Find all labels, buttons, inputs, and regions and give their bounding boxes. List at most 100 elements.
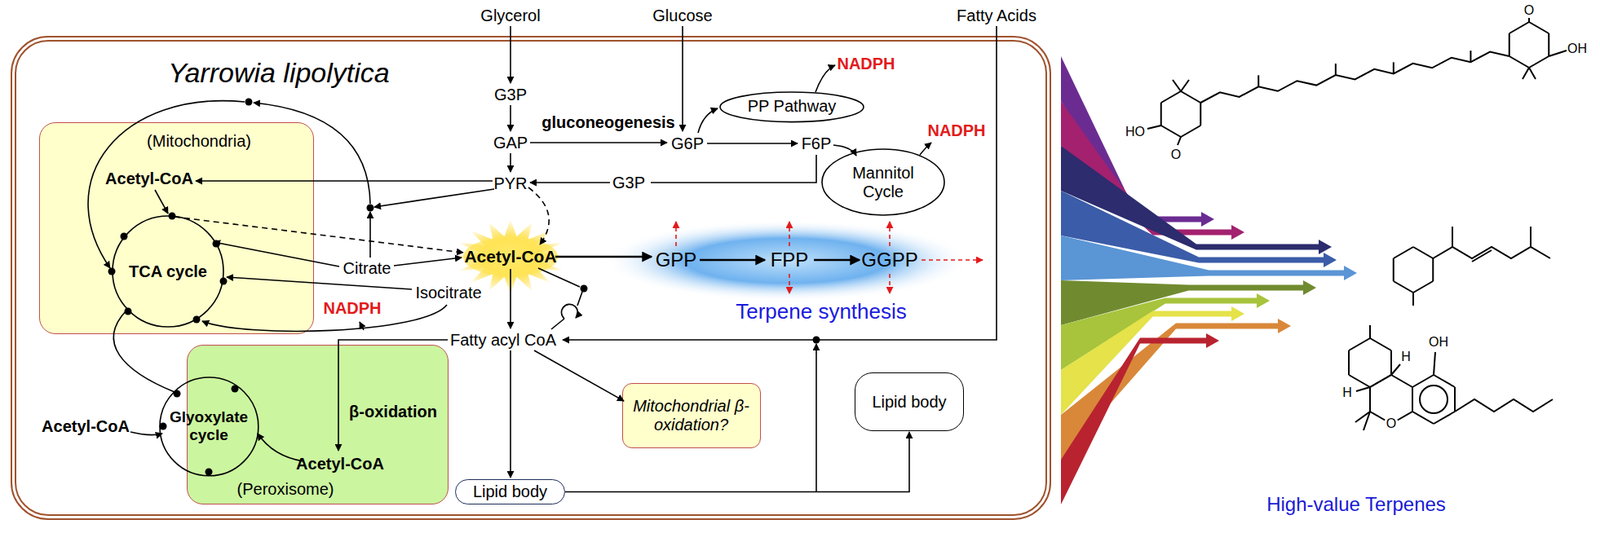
atom-label: O bbox=[1171, 147, 1181, 163]
chemical-bond bbox=[1508, 33, 1511, 57]
pathway-arrow bbox=[88, 26, 997, 492]
chemical-bond bbox=[1432, 247, 1551, 259]
dashed-arrow bbox=[174, 187, 549, 253]
chemical-bond bbox=[1200, 52, 1510, 103]
chemical-bond bbox=[1412, 292, 1415, 306]
pathway-arrow bbox=[538, 268, 580, 288]
metabolite-label: F6P bbox=[801, 134, 832, 153]
chemical-bond bbox=[1180, 91, 1201, 103]
atom-label: HO bbox=[1125, 124, 1145, 140]
chemical-bond bbox=[1177, 137, 1181, 146]
metabolite-label: Terpene synthesis bbox=[735, 300, 907, 324]
chemical-bond bbox=[1370, 411, 1385, 421]
chemical-bond bbox=[1413, 247, 1433, 259]
chemical-bond bbox=[1529, 22, 1549, 34]
chemical-bond bbox=[1199, 102, 1202, 126]
red-dashed-arrow bbox=[921, 259, 983, 261]
metabolite-label: Fatty Acids bbox=[956, 6, 1037, 25]
metabolite-label: High-value Terpenes bbox=[1266, 494, 1446, 516]
pathway-arrow bbox=[698, 108, 718, 133]
chemical-bond bbox=[1411, 387, 1414, 412]
metabolite-label: GAP bbox=[493, 133, 528, 152]
chemical-bond bbox=[1419, 385, 1448, 414]
chemical-bond bbox=[1433, 352, 1436, 376]
cycle-ring bbox=[159, 377, 259, 477]
chemical-bond bbox=[1397, 411, 1413, 421]
lipid-body: Lipid body bbox=[854, 372, 964, 432]
metabolite-label: NADPH bbox=[322, 299, 381, 318]
junction-dot bbox=[173, 390, 182, 398]
metabolite-label: FPP bbox=[770, 249, 809, 271]
terpene-arrow bbox=[699, 259, 765, 262]
metabolite-label: NADPH bbox=[836, 54, 895, 73]
junction-dot bbox=[231, 385, 239, 394]
chemical-bond bbox=[1509, 22, 1530, 34]
metabolite-label: G6P bbox=[671, 134, 704, 153]
chemical-bond bbox=[1348, 350, 1350, 376]
node-label: Glyoxylate cycle bbox=[166, 408, 252, 445]
metabolite-label: NADPH bbox=[927, 121, 986, 140]
node-label: Yarrowia lipolytica bbox=[167, 57, 389, 89]
chemical-bond bbox=[1547, 33, 1550, 57]
pathway-arrow bbox=[393, 257, 462, 266]
dashed-arrow bbox=[174, 216, 464, 253]
pathway-ellipse: Mannitol Cycle bbox=[821, 148, 946, 217]
chemical-bond bbox=[1334, 63, 1337, 76]
chemical-bond bbox=[1370, 375, 1392, 388]
rainbow-arrow bbox=[1060, 235, 1357, 281]
chemical-bond bbox=[1529, 226, 1532, 248]
chemical-bond bbox=[1363, 411, 1371, 431]
red-dashed-arrow bbox=[788, 221, 791, 247]
pathway-arrow bbox=[509, 26, 512, 84]
metabolite-label: gluconeogenesis bbox=[541, 113, 675, 132]
mitochondria-box: (Mitochondria)TCA cycle bbox=[39, 122, 314, 335]
metabolite-label: Acetyl-CoA bbox=[296, 455, 385, 473]
chemical-bond bbox=[1369, 387, 1371, 412]
junction-dot bbox=[813, 336, 821, 345]
pathway-arrow bbox=[226, 277, 412, 290]
chemical-bond bbox=[1413, 281, 1433, 293]
junction-dot bbox=[205, 468, 213, 477]
junction-dot bbox=[193, 316, 201, 324]
pathway-arrow bbox=[213, 242, 340, 267]
chemical-bond bbox=[1451, 226, 1454, 248]
chemical-bond bbox=[1529, 67, 1536, 80]
chemical-bond bbox=[1454, 399, 1553, 412]
chemical-bond bbox=[1356, 387, 1371, 392]
dashed-arrow bbox=[528, 187, 549, 245]
pathway-arrow bbox=[113, 310, 175, 393]
connector bbox=[565, 432, 910, 493]
atom-label: O bbox=[1524, 3, 1534, 18]
junction-dot bbox=[124, 308, 133, 316]
chemical-bond bbox=[1391, 364, 1401, 376]
chemical-bond bbox=[1180, 125, 1201, 138]
pathway-arrow bbox=[577, 291, 583, 306]
metabolite-label: Acetyl-CoA bbox=[464, 247, 557, 266]
chemical-bond bbox=[1348, 338, 1371, 351]
chemical-bond bbox=[1370, 375, 1392, 388]
pathway-arrow bbox=[562, 26, 997, 341]
terpene-arrow bbox=[555, 256, 652, 259]
pathway-arrow bbox=[833, 145, 857, 156]
chemical-bond bbox=[1432, 258, 1434, 282]
chemical-bond bbox=[1471, 250, 1492, 262]
metabolite-label: Acetyl-CoA bbox=[105, 169, 194, 188]
node-label: Lipid body bbox=[472, 482, 548, 502]
junction-dot bbox=[366, 204, 375, 213]
pathway-arrow bbox=[154, 190, 168, 214]
pathway-arrow bbox=[561, 304, 578, 319]
pathway-arrow bbox=[551, 318, 565, 330]
pathway-arrow bbox=[359, 322, 364, 331]
metabolite-label: Glucose bbox=[652, 6, 712, 25]
metabolite-label: GPP bbox=[655, 249, 698, 271]
chemical-bond bbox=[1411, 387, 1414, 412]
junction-dot bbox=[168, 212, 177, 221]
cycle-ring bbox=[112, 216, 224, 328]
metabolite-label: β-oxidation bbox=[349, 402, 438, 421]
chemical-bond bbox=[1391, 375, 1413, 388]
metabolite-label: GGPP bbox=[861, 249, 918, 271]
red-dashed-arrow bbox=[888, 274, 891, 294]
red-dashed-arrow bbox=[888, 221, 891, 247]
pathway-arrow bbox=[130, 432, 163, 436]
atom-label: H bbox=[1342, 385, 1353, 401]
